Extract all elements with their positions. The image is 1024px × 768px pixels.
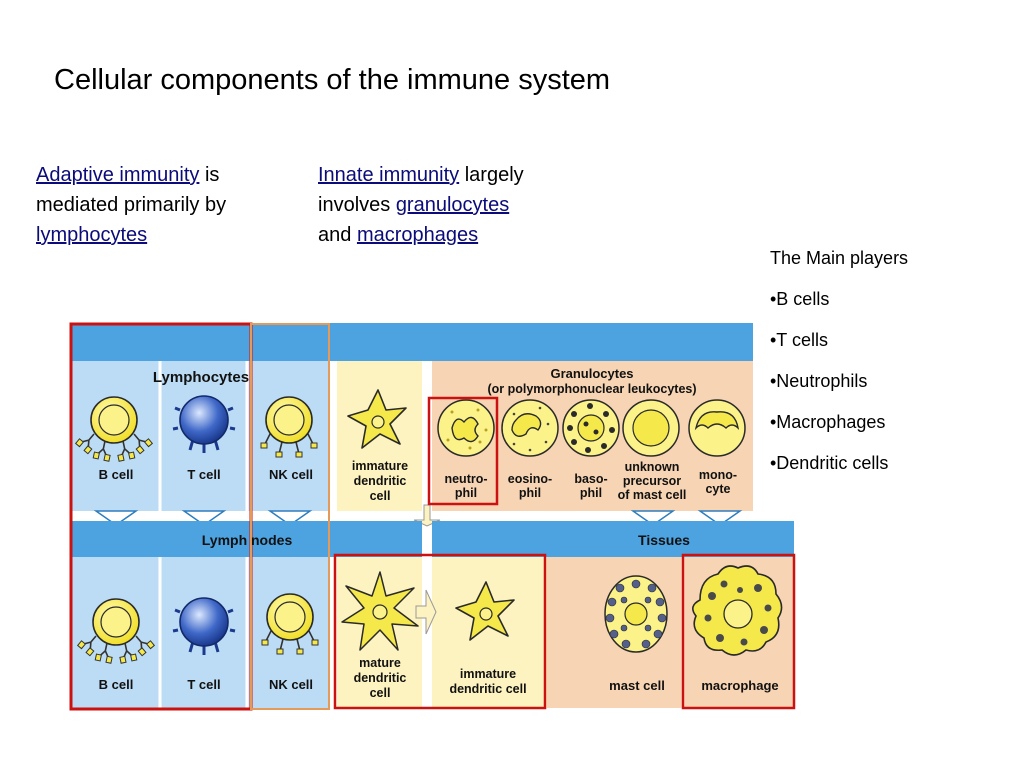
player-item: •Macrophages	[770, 412, 886, 432]
t-cell-label: T cell	[187, 467, 220, 482]
b-cell-label: B cell	[99, 467, 134, 482]
left-arrow-icon	[415, 589, 437, 635]
mast-cell-precursor-icon	[622, 399, 680, 457]
dendritic-panel-top	[337, 361, 422, 511]
player-item: •B cells	[770, 289, 830, 309]
monocyte-icon	[688, 399, 746, 457]
granulocytes-link[interactable]: granulocytes	[395, 194, 510, 216]
neutrophil-highlight-box	[427, 396, 499, 506]
macrophage-highlight-box	[681, 553, 796, 710]
dendritic-highlight-box	[333, 553, 547, 710]
macrophages-link[interactable]: macrophages	[356, 224, 479, 246]
player-item: •Dendritic cells	[770, 453, 889, 473]
player-item: •T cells	[770, 330, 828, 350]
mature-dc-label: mature	[359, 656, 401, 670]
immature-dc-label: immature	[460, 667, 516, 681]
lymph-nodes-band	[72, 521, 422, 557]
unknown-precursor-label: unknown	[625, 460, 680, 474]
macrophage-icon	[692, 565, 783, 656]
neutrophil-label: neutro-	[444, 472, 487, 486]
lymph-nodes-label: Lymph nodes	[202, 532, 293, 548]
top-blue-band	[72, 323, 753, 361]
unknown-precursor-label: precursor	[623, 474, 681, 488]
nk-cell-label: NK cell	[269, 677, 313, 692]
adaptive-immunity-link[interactable]: Adaptive immunity	[36, 164, 200, 186]
lymphocytes-link[interactable]: lymphocytes	[36, 224, 148, 246]
immature-dc-label: dendritic cell	[449, 682, 526, 696]
player-item: •Neutrophils	[770, 371, 868, 391]
nk-cell-highlight-box	[250, 323, 330, 710]
eosinophil-label: phil	[519, 486, 541, 500]
eosinophil-label: eosino-	[508, 472, 552, 486]
mature-dc-label: dendritic	[354, 671, 407, 685]
immature-dc-panel-bottom	[432, 557, 547, 708]
t-cell-label: T cell	[187, 677, 220, 692]
main-players-list: The Main players •B cells •T cells •Neut…	[770, 244, 908, 490]
innate-immunity-text: Innate immunity largely involves granulo…	[318, 160, 548, 250]
tissues-band	[432, 521, 794, 557]
monocyte-label: mono-	[699, 468, 737, 482]
neutrophil-icon	[437, 399, 495, 457]
neutrophil-label: phil	[455, 486, 477, 500]
mast-cell-icon	[604, 575, 668, 653]
lymphocytes-label: Lymphocytes	[153, 369, 249, 386]
immature-dc-label: cell	[370, 489, 391, 503]
macrophage-label: macrophage	[701, 678, 778, 693]
mast-cell-label: mast cell	[609, 678, 665, 693]
immature-dc-label: immature	[352, 459, 408, 473]
adaptive-immunity-text: Adaptive immunity is mediated primarily …	[36, 160, 306, 250]
nk-cell-label: NK cell	[269, 467, 313, 482]
innate-immunity-link[interactable]: Innate immunity	[318, 164, 460, 186]
basophil-label: baso-	[574, 472, 607, 486]
innate-text-2: and	[318, 224, 357, 246]
main-players-heading: The Main players	[770, 248, 909, 268]
slide-title: Cellular components of the immune system	[54, 64, 611, 96]
granulocytes-subtitle: (or polymorphonuclear leukocytes)	[487, 382, 696, 396]
monocyte-label: cyte	[705, 482, 730, 496]
mature-dc-label: cell	[370, 686, 391, 700]
innate-text-1: largely involves	[318, 164, 524, 216]
mature-dendritic-cell-icon	[341, 571, 419, 651]
b-cell-label: B cell	[99, 677, 134, 692]
unknown-precursor-label: of mast cell	[618, 488, 687, 502]
adaptive-text-1: is mediated primarily by	[36, 164, 227, 216]
immature-dc-label: dendritic	[354, 474, 407, 488]
granulocytes-title: Granulocytes	[550, 366, 633, 381]
eosinophil-icon	[501, 399, 559, 457]
basophil-icon	[562, 399, 620, 457]
basophil-label: phil	[580, 486, 602, 500]
tissues-label: Tissues	[638, 532, 690, 548]
